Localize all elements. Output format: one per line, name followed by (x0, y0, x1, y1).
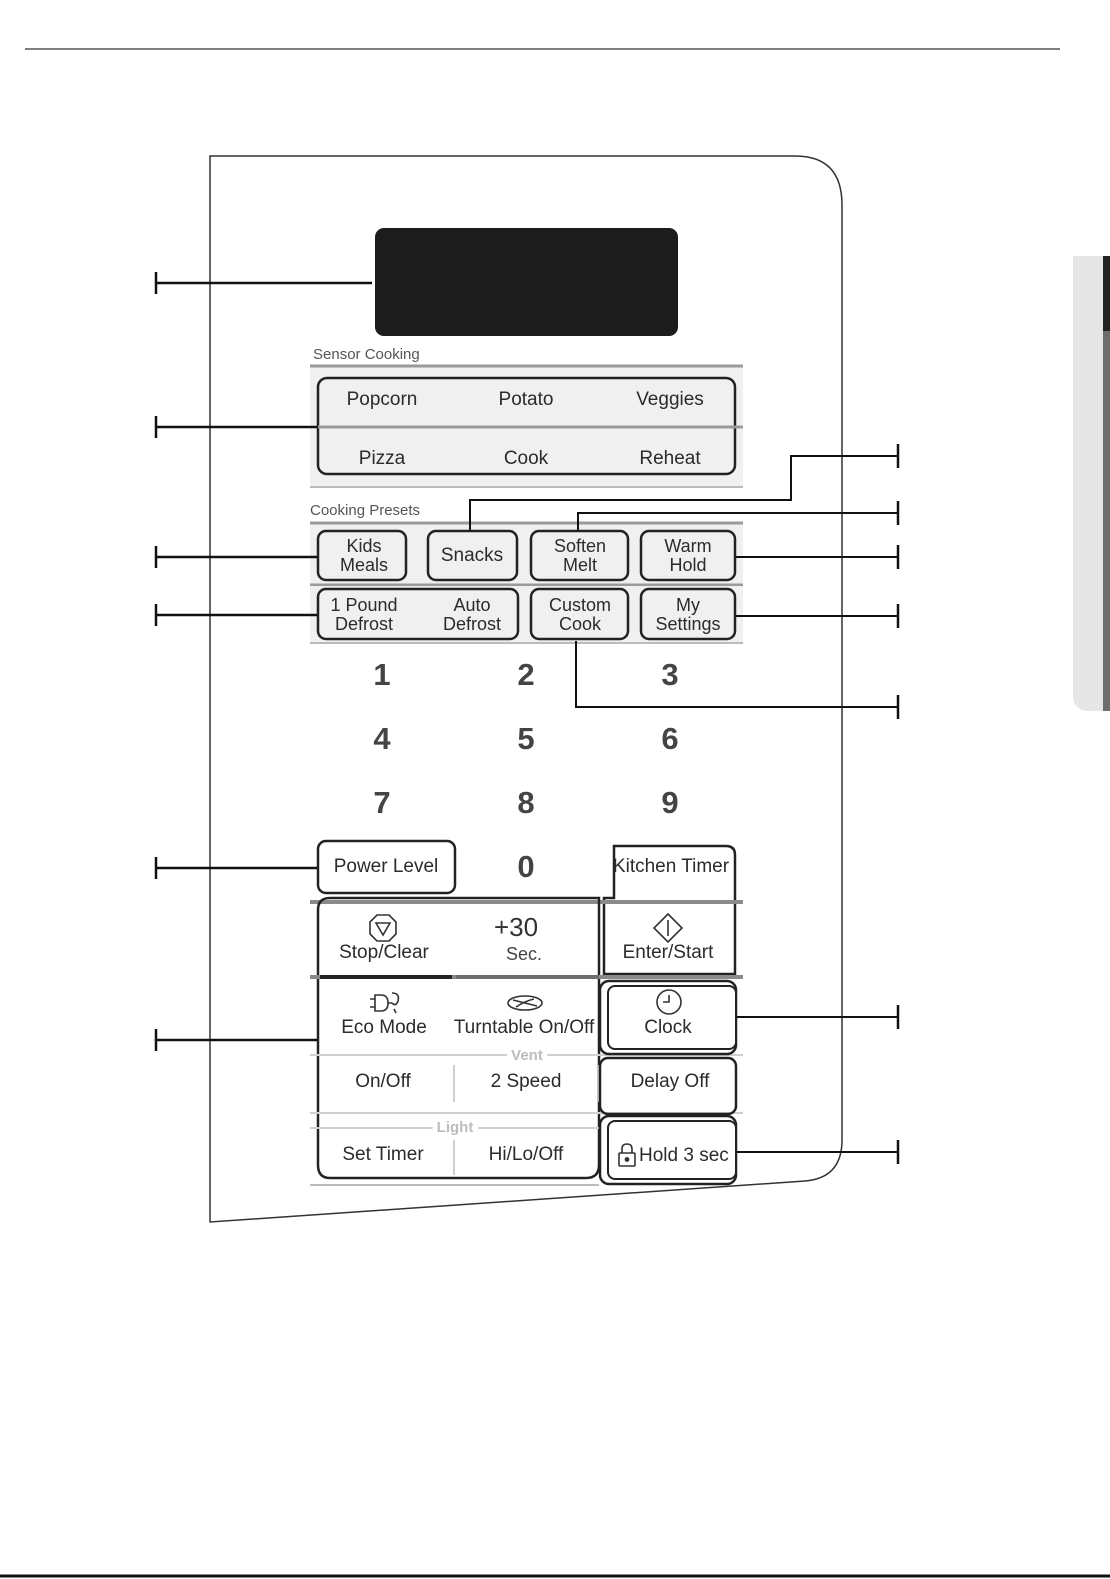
start-diamond-icon (652, 912, 684, 944)
power-level-button[interactable]: Power Level (333, 856, 439, 877)
clock-button[interactable]: Clock (644, 1017, 692, 1038)
power-level-frame (316, 839, 457, 895)
warm-hold-line2: Hold (669, 555, 707, 575)
sensor-cooking-title: Sensor Cooking (313, 346, 420, 363)
custom-cook-line2: Cook (558, 614, 602, 634)
kids-meals-line1: Kids (346, 536, 382, 556)
warm-hold-line1: Warm (664, 536, 712, 556)
turntable-button[interactable]: Turntable On/Off (453, 1017, 595, 1038)
custom-cook-line1: Custom (548, 595, 612, 615)
cook-button[interactable]: Cook (503, 448, 549, 469)
display-screen (375, 228, 678, 336)
auto-defrost-button[interactable]: Auto Defrost (443, 596, 501, 634)
plus30-button[interactable]: +30 (493, 912, 539, 942)
snacks-frame (426, 529, 519, 582)
digit-8-button[interactable]: 8 (517, 785, 535, 820)
potato-button[interactable]: Potato (498, 389, 554, 410)
kitchen-timer-button[interactable]: Kitchen Timer (612, 856, 730, 877)
custom-cook-button[interactable]: Custom Cook (549, 596, 611, 634)
my-settings-line1: My (675, 595, 700, 615)
digit-1-button[interactable]: 1 (373, 657, 391, 692)
kids-meals-line2: Meals (339, 555, 389, 575)
digit-7-button[interactable]: 7 (373, 785, 391, 820)
pound-defrost-line1: 1 Pound (330, 595, 398, 615)
warm-hold-button[interactable]: Warm Hold (664, 537, 711, 575)
clock-frame-inner (607, 985, 737, 1050)
right-callouts (469, 444, 900, 1164)
digit-2-button[interactable]: 2 (517, 657, 535, 692)
soften-melt-frame (529, 529, 630, 582)
stop-octagon-icon (369, 914, 397, 942)
vent-onoff-button[interactable]: On/Off (355, 1071, 411, 1092)
soften-melt-button[interactable]: Soften Melt (554, 537, 606, 575)
digit-4-button[interactable]: 4 (373, 721, 391, 756)
auto-defrost-line1: Auto (453, 595, 491, 615)
lower-controls-frame (316, 896, 601, 1180)
light-label: Light (432, 1120, 478, 1135)
kids-meals-frame (316, 529, 408, 582)
digit-5-button[interactable]: 5 (517, 721, 535, 756)
digit-0-button[interactable]: 0 (517, 849, 535, 884)
my-settings-frame (639, 587, 737, 641)
pizza-button[interactable]: Pizza (358, 448, 406, 469)
digit-3-button[interactable]: 3 (661, 657, 679, 692)
delay-off-button[interactable]: Delay Off (630, 1071, 710, 1092)
pound-defrost-line2: Defrost (334, 614, 394, 634)
kitchen-timer-frame (602, 844, 737, 976)
kids-meals-button[interactable]: Kids Meals (340, 537, 388, 575)
snacks-button[interactable]: Snacks (440, 545, 504, 566)
light-hi-lo-off-button[interactable]: Hi/Lo/Off (488, 1144, 564, 1165)
warm-hold-frame (639, 529, 737, 582)
turntable-icon (507, 995, 543, 1011)
my-settings-button[interactable]: My Settings (655, 596, 720, 634)
delay-off-frame (598, 1056, 738, 1116)
hold-frame-inner (607, 1120, 737, 1180)
reheat-button[interactable]: Reheat (639, 448, 701, 469)
hold-3sec-label[interactable]: Hold 3 sec (639, 1145, 729, 1166)
plus30-sec-label: Sec. (505, 944, 543, 964)
section-tab-marker (1103, 256, 1110, 331)
left-callouts (154, 272, 372, 1051)
cooking-presets-title: Cooking Presets (310, 502, 421, 519)
custom-cook-frame (529, 587, 630, 641)
soften-melt-line2: Melt (562, 555, 598, 575)
auto-defrost-line2: Defrost (442, 614, 502, 634)
vent-label: Vent (507, 1048, 547, 1063)
eco-plug-icon (370, 992, 400, 1014)
digit-6-button[interactable]: 6 (661, 721, 679, 756)
defrost-frame (316, 587, 520, 641)
one-pound-defrost-button[interactable]: 1 Pound Defrost (330, 596, 397, 634)
enter-start-button[interactable]: Enter/Start (622, 942, 714, 963)
veggies-button[interactable]: Veggies (636, 389, 704, 410)
panel-outline (209, 155, 843, 1223)
my-settings-line2: Settings (655, 614, 721, 634)
section-tab-bar (1103, 331, 1110, 711)
eco-mode-button[interactable]: Eco Mode (341, 1017, 427, 1038)
lock-icon (618, 1143, 636, 1167)
light-set-timer-button[interactable]: Set Timer (342, 1144, 424, 1165)
vent-2speed-button[interactable]: 2 Speed (490, 1071, 562, 1092)
clock-icon (656, 989, 682, 1015)
soften-melt-line1: Soften (553, 536, 607, 556)
digit-9-button[interactable]: 9 (661, 785, 679, 820)
popcorn-button[interactable]: Popcorn (346, 389, 418, 410)
stop-clear-button[interactable]: Stop/Clear (339, 942, 429, 963)
